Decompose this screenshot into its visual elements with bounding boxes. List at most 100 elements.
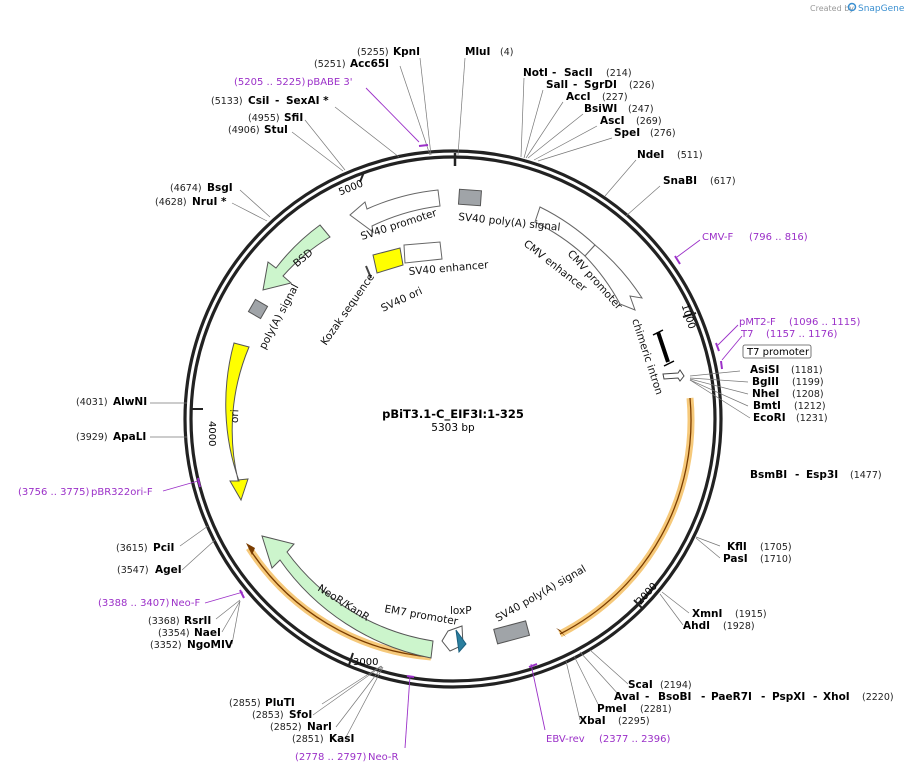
primer-range: (3388 .. 3407) — [98, 598, 170, 609]
primer-name: pBR322ori-F — [91, 487, 153, 498]
enzyme-name: BsiWI — [584, 103, 617, 115]
enzyme-name: KflI — [727, 541, 747, 553]
enzyme-name: XhoI — [823, 691, 850, 703]
svg-text:-: - — [552, 67, 556, 79]
enzyme-pos: (3929) — [76, 432, 108, 443]
feature-label: ori — [229, 409, 241, 423]
enzyme-name: PspXI — [772, 691, 805, 703]
enzyme-pos: (214) — [606, 68, 632, 79]
enzyme-pos: (3368) — [148, 616, 180, 627]
svg-text:-: - — [275, 95, 279, 107]
sv40-promoter-arrow — [349, 189, 441, 234]
t7-promoter-label: T7 promoter — [746, 347, 810, 358]
enzyme-name: NarI — [307, 721, 332, 733]
enzyme-name: EcoRI — [753, 412, 786, 424]
enzyme-labels: (5255) KpnI (5251) Acc65I MluI (4) NotI … — [76, 46, 894, 745]
enzyme-pos: (2281) — [640, 704, 672, 715]
enzyme-name: Acc65I — [350, 58, 389, 70]
t7-promoter-box — [742, 344, 812, 359]
primer-range: (3756 .. 3775) — [18, 487, 90, 498]
enzyme-pos: (2220) — [862, 692, 894, 703]
enzyme-name: PmeI — [597, 703, 627, 715]
enzyme-name: XbaI — [579, 715, 606, 727]
enzyme-name: BmtI — [753, 400, 781, 412]
enzyme-pos: (1208) — [792, 389, 824, 400]
enzyme-pos: (1231) — [796, 413, 828, 424]
svg-text:-: - — [795, 469, 799, 481]
primer-name: pBABE 3' — [307, 77, 353, 88]
enzyme-name: XmnI — [692, 608, 722, 620]
enzyme-pos: (3354) — [158, 628, 190, 639]
primer-name: pMT2-F — [739, 317, 776, 328]
enzyme-pos: (2194) — [660, 680, 692, 691]
primer-name: EBV-rev — [546, 734, 585, 745]
enzyme-name: PciI — [153, 542, 174, 554]
primer-range: (1157 .. 1176) — [766, 329, 838, 340]
primer-marks — [197, 144, 723, 678]
polya-box-left — [247, 298, 269, 320]
svg-text:-: - — [701, 691, 705, 703]
enzyme-pos: (2853) — [252, 710, 284, 721]
primer-lines — [162, 87, 743, 749]
bsd-arrow — [262, 224, 331, 291]
sv40-polya-box-1 — [457, 188, 482, 207]
enzyme-pos: (1199) — [792, 377, 824, 388]
plasmid-length: 5303 bp — [431, 422, 475, 434]
svg-text:-: - — [813, 691, 817, 703]
enzyme-pos: (617) — [710, 176, 736, 187]
enzyme-name: MluI — [465, 46, 490, 58]
leader-lines — [150, 57, 751, 740]
enzyme-name: SpeI — [614, 127, 640, 139]
enzyme-pos: (1212) — [794, 401, 826, 412]
primer-range: (5205 .. 5225) — [234, 77, 306, 88]
enzyme-pos: (5255) — [357, 47, 389, 58]
enzyme-name: AhdI — [683, 620, 710, 632]
enzyme-pos: (247) — [628, 104, 654, 115]
primer-labels: (5205 .. 5225) pBABE 3' CMV-F (796 .. 81… — [18, 77, 861, 763]
enzyme-name: AlwNI — [113, 396, 147, 408]
primer-range: (2778 .. 2797) — [295, 752, 367, 763]
enzyme-name: NgoMIV — [187, 639, 234, 651]
created-by-text: Created by — [810, 4, 854, 13]
cmv-promoter-arrow — [584, 244, 644, 311]
enzyme-pos: (5251) — [314, 59, 346, 70]
enzyme-name: AvaI — [614, 691, 640, 703]
enzyme-pos: (511) — [677, 150, 703, 161]
primer-name: Neo-F — [171, 598, 201, 609]
svg-text:-: - — [761, 691, 765, 703]
enzyme-name: BglII — [752, 376, 779, 388]
enzyme-name: NotI — [523, 67, 548, 79]
feature-label: SV40 enhancer — [408, 259, 489, 278]
enzyme-name: KpnI — [393, 46, 420, 58]
tick-3000: 3000 — [353, 657, 378, 668]
enzyme-pos: (3615) — [116, 543, 148, 554]
features — [225, 188, 695, 661]
feature-label: SV40 ori — [379, 285, 424, 315]
enzyme-pos: (3352) — [150, 640, 182, 651]
primer-name: Neo-R — [368, 752, 399, 763]
enzyme-pos: (1915) — [735, 609, 767, 620]
snapgene-logo-icon — [847, 2, 857, 12]
chimeric-intron-bar — [656, 331, 670, 363]
enzyme-name: SexAI * — [286, 95, 329, 107]
feature-label: EM7 promoter — [383, 603, 459, 628]
enzyme-name: NruI * — [192, 196, 227, 208]
enzyme-pos: (1710) — [760, 554, 792, 565]
sv40-ori-box — [372, 247, 404, 274]
enzyme-name: CsiI — [248, 95, 269, 107]
sv40-enhancer-box — [403, 241, 443, 264]
snapgene-brand: SnapGene — [858, 4, 905, 14]
enzyme-name: BsmBI — [750, 469, 787, 481]
tick-1000: 1000 — [679, 303, 697, 331]
enzyme-name: SgrDI — [584, 79, 617, 91]
primer-range: (1096 .. 1115) — [789, 317, 861, 328]
primer-range: (2377 .. 2396) — [599, 734, 671, 745]
kozak-mark — [365, 265, 372, 279]
ori-arrow — [225, 342, 250, 502]
enzyme-pos: (269) — [636, 116, 662, 127]
primer-name: CMV-F — [702, 232, 733, 243]
enzyme-pos: (1928) — [723, 621, 755, 632]
enzyme-pos: (4031) — [76, 397, 108, 408]
feature-label: loxP — [450, 605, 472, 617]
